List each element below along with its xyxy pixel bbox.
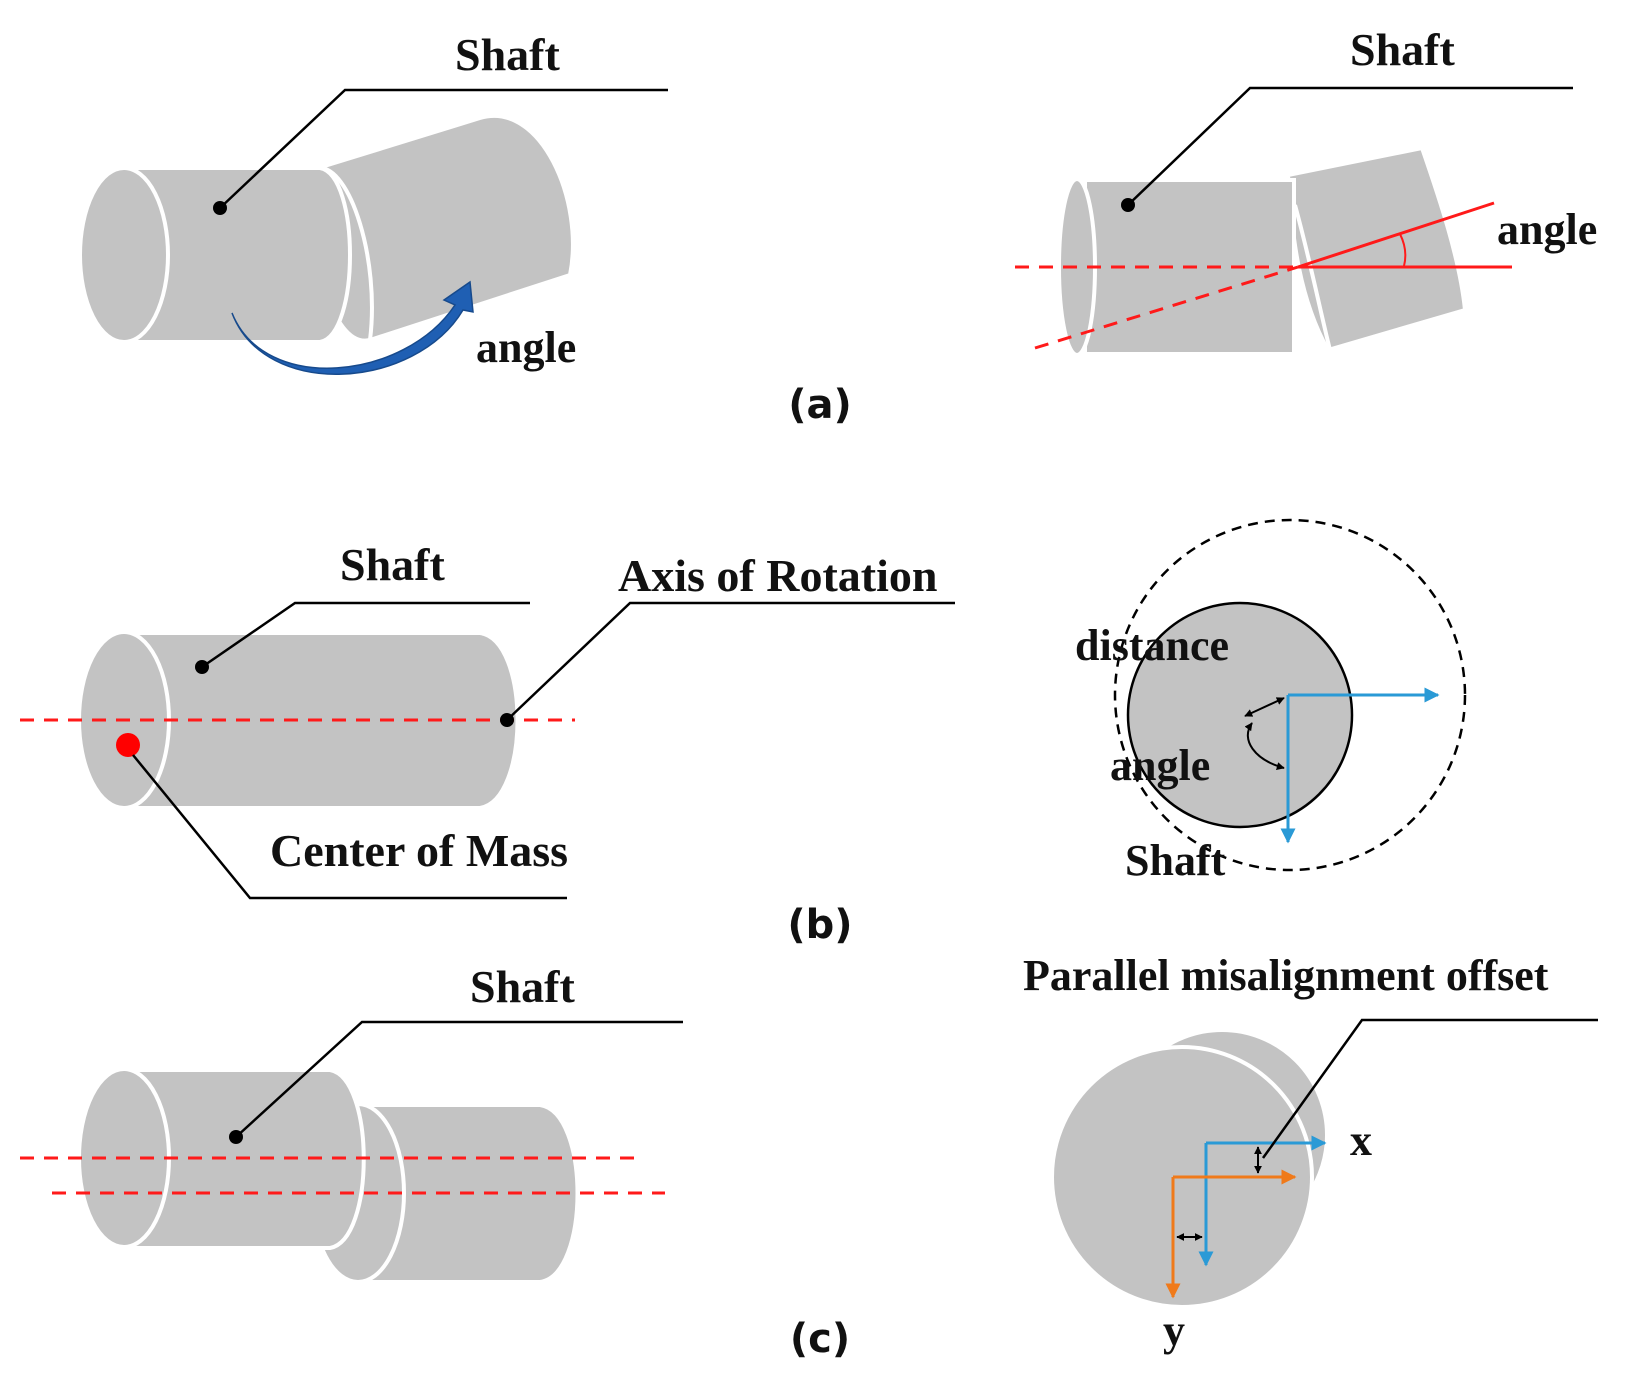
- axis-line-tilted-solid: [1297, 201, 1495, 269]
- leader-axis-b-left: [506, 601, 955, 721]
- orbit-circle: [1113, 518, 1467, 872]
- angle-arc-arrow: [1244, 722, 1285, 770]
- distance-arrow: [1244, 697, 1285, 717]
- panel-b-left: Shaft Axis of Rotation Center of Mass: [20, 539, 955, 900]
- caption-b: (b): [787, 902, 852, 948]
- shaft-label-a-right: Shaft: [1350, 24, 1455, 75]
- panel-c-right: Parallel misalignment offset x y: [1023, 951, 1598, 1355]
- caption-a: (a): [788, 382, 852, 428]
- shaft-b-left: [77, 630, 520, 810]
- leader-dot-a-right: [1121, 198, 1135, 212]
- leader-mass-b-left: [132, 754, 567, 900]
- leader-shaft-a-left: [219, 88, 668, 209]
- panel-a-left: Shaft angle: [78, 29, 668, 375]
- shaft-label-a-left: Shaft: [455, 29, 560, 80]
- y-axis-label: y: [1163, 1306, 1185, 1355]
- center-of-mass-dot: [116, 733, 140, 757]
- offset-label: Parallel misalignment offset: [1023, 951, 1549, 1000]
- shaft-label-b-right: Shaft: [1125, 836, 1226, 885]
- x-axis-label: x: [1350, 1116, 1372, 1165]
- shaft-label-b-left: Shaft: [340, 539, 445, 590]
- axis-line-tilted: [1034, 265, 1299, 350]
- angle-label-a-left: angle: [476, 323, 576, 372]
- panel-c-left: Shaft: [20, 961, 683, 1284]
- leader-dot-b-shaft: [195, 660, 209, 674]
- shaft-a-left-straight: [78, 166, 352, 344]
- leader-shaft-b-left: [201, 601, 530, 669]
- caption-c: (c): [790, 1316, 850, 1362]
- panel-b-right: distance angle Shaft: [1075, 518, 1467, 885]
- angle-label-b-right: angle: [1110, 741, 1210, 790]
- angle-label-a-right: angle: [1497, 205, 1597, 254]
- leader-dot-a-left: [213, 201, 227, 215]
- shaft-a-right-tilted: [1285, 145, 1468, 353]
- leader-dot-c-left: [229, 1130, 243, 1144]
- shaft-a-left-tilted: [312, 113, 575, 343]
- shaft-cross-section: [1126, 601, 1354, 829]
- shaft-label-c-left: Shaft: [470, 961, 575, 1012]
- center-of-mass-label: Center of Mass: [270, 825, 568, 876]
- leader-dot-b-axis: [500, 713, 514, 727]
- distance-label: distance: [1075, 621, 1229, 670]
- leader-shaft-c-left: [235, 1020, 683, 1138]
- panel-a-right: Shaft angle: [1015, 24, 1597, 357]
- rotation-arrow: [231, 280, 474, 375]
- leader-shaft-a-right: [1127, 86, 1573, 206]
- axis-of-rotation-label: Axis of Rotation: [618, 550, 937, 601]
- angle-arc-a-right: [1399, 233, 1407, 267]
- leader-offset: [1261, 1018, 1598, 1159]
